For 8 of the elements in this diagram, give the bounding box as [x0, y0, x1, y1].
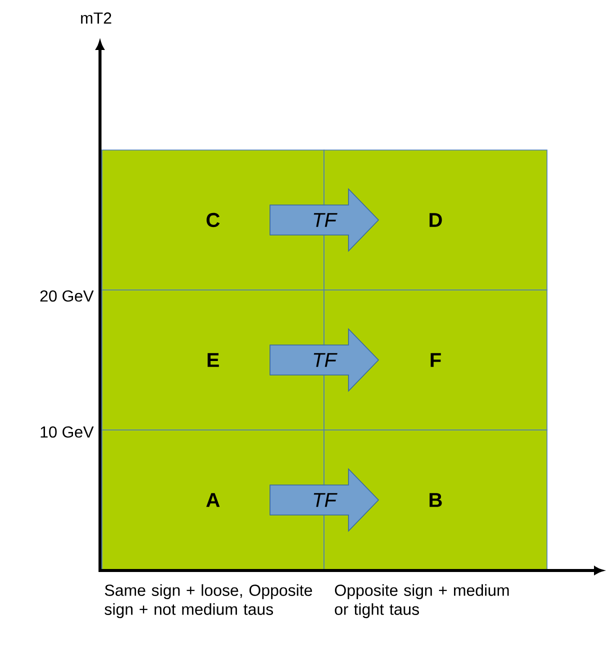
axis-label: mT2 — [81, 12, 112, 24]
tick-label: 20 GeV — [40, 290, 94, 302]
block-arrow — [270, 328, 380, 392]
category-label: Same sign + loose, Opposite sign + not medium taus — [104, 584, 312, 618]
category-label: Opposite sign + medium or tight taus — [334, 584, 509, 618]
block-arrow — [270, 188, 380, 252]
block-arrow — [270, 468, 380, 532]
tick-label: 10 GeV — [40, 426, 94, 438]
